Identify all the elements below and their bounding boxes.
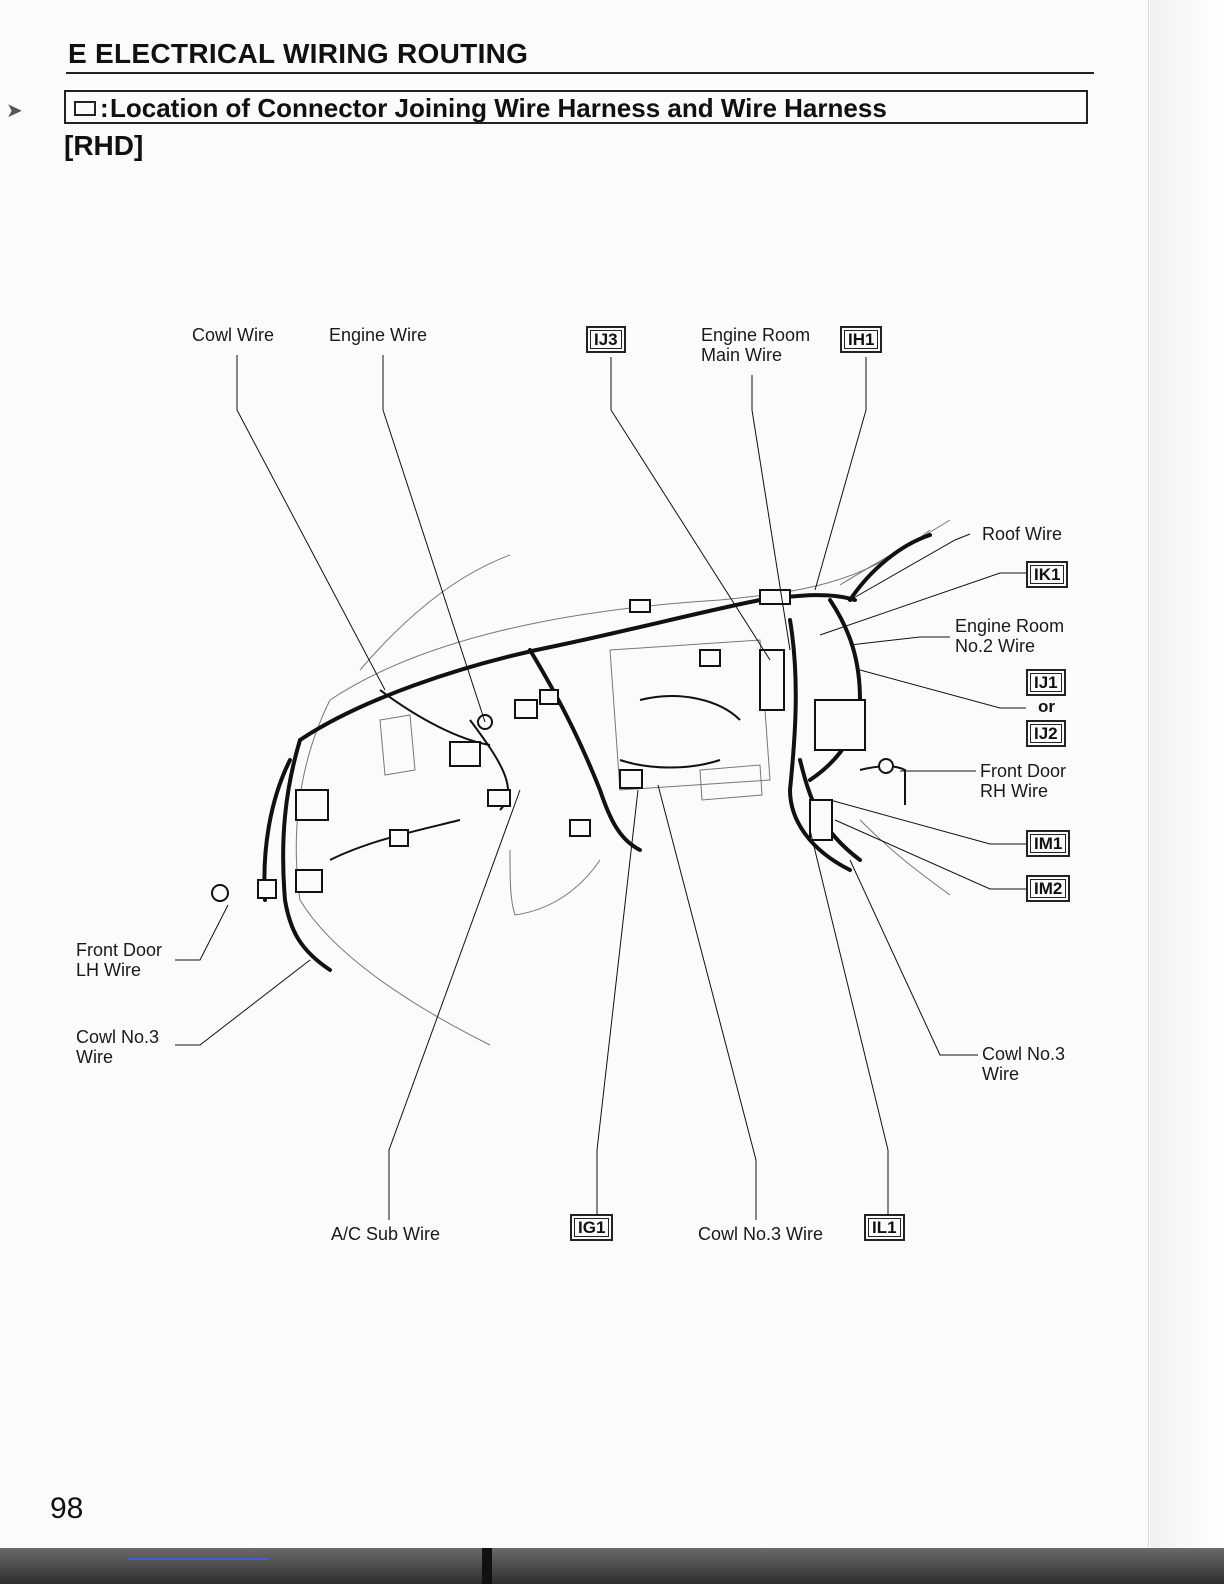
left-harness-drop <box>281 738 332 972</box>
label-engine-room-no2-wire-line2: No.2 Wire <box>955 636 1036 656</box>
leader-cowl-no3-right <box>849 859 978 1056</box>
label-ac-sub-wire: A/C Sub Wire <box>331 1224 441 1244</box>
bookmark-arrow-icon: ➤ <box>6 100 23 122</box>
facing-page-edge <box>1150 0 1224 1548</box>
label-engine-wire: Engine Wire <box>329 325 428 345</box>
or-text: or <box>1038 697 1055 716</box>
legend-box: : Location of Connector Joining Wire Har… <box>64 90 1088 124</box>
connector-code-ig1: IG1 <box>570 1214 614 1241</box>
label-roof-wire: Roof Wire <box>982 524 1063 544</box>
connector-block <box>759 649 785 711</box>
leader-ih1 <box>814 409 867 591</box>
page-number: 98 <box>50 1492 84 1525</box>
connector-code-ih1: IH1 <box>840 326 883 353</box>
thin-harness-5 <box>619 759 721 769</box>
leader-ik1 <box>819 572 1026 636</box>
connector-block <box>759 589 791 605</box>
bottom-bar-seam <box>482 1548 492 1584</box>
leader-ij1-ij2 <box>859 669 1026 709</box>
leader-engine-room-main <box>751 409 791 651</box>
manual-page <box>1148 0 1149 1548</box>
dash-front-curve <box>299 899 491 1046</box>
leader-engine-wire <box>382 409 486 723</box>
connector-block <box>449 741 481 767</box>
dash-windshield-curve <box>359 554 511 671</box>
connector-round <box>211 884 229 902</box>
leader-im1 <box>829 799 1026 845</box>
label-cowl-no3-wire-left-line1: Cowl No.3 <box>76 1027 160 1047</box>
console-outline <box>509 849 601 916</box>
label-front-door-lh-wire-line1: Front Door <box>76 940 163 960</box>
main-harness-trunk <box>298 593 857 742</box>
title-rule <box>66 72 1094 74</box>
label-front-door-rh-wire-line1: Front Door <box>980 761 1067 781</box>
label-engine-room-no2-wire-line1: Engine Room <box>955 616 1065 636</box>
connector-code-ij1: IJ1 <box>1026 669 1066 696</box>
connector-block <box>814 699 866 751</box>
label-front-door-rh-wire-line2: RH Wire <box>980 781 1048 801</box>
center-harness <box>528 648 642 852</box>
upper-right-harness <box>808 598 863 782</box>
connector-code-ij2: IJ2 <box>1026 720 1066 747</box>
section-title: E ELECTRICAL WIRING ROUTING <box>68 38 529 69</box>
variant-label: [RHD] <box>64 130 144 161</box>
leader-im2 <box>834 819 1026 890</box>
right-harness-drop <box>787 618 852 872</box>
dash-right-lower <box>859 819 951 896</box>
connector-block <box>257 879 277 899</box>
label-cowl-wire: Cowl Wire <box>192 325 275 345</box>
glovebox <box>699 764 763 801</box>
leader-ij3 <box>610 409 771 661</box>
panel-outline <box>609 639 771 791</box>
legend-text: Location of Connector Joining Wire Harne… <box>110 93 887 123</box>
leader-ac-sub <box>388 789 521 1220</box>
connector-block <box>569 819 591 837</box>
connector-block <box>487 789 511 807</box>
legend-colon: : <box>100 93 109 123</box>
connector-round <box>878 758 894 774</box>
connector-block <box>295 789 329 821</box>
connector-block <box>539 689 559 705</box>
leader-ig1 <box>596 789 639 1214</box>
thin-harness-4 <box>639 695 741 721</box>
leader-il1 <box>809 829 889 1214</box>
connector-code-ik1: IK1 <box>1026 561 1069 588</box>
leader-cowl-no3-left <box>175 959 311 1046</box>
connector-code-ij3: IJ3 <box>586 326 626 353</box>
leader-engine-room-no2 <box>849 636 950 646</box>
label-engine-room-main-wire-line2: Main Wire <box>701 345 783 365</box>
connector-block <box>514 699 538 719</box>
cluster-window <box>379 714 416 776</box>
roof-harness <box>848 533 932 602</box>
leader-front-door-lh <box>175 904 229 961</box>
dash-top-outline <box>329 529 931 701</box>
connector-block <box>295 869 323 893</box>
connector-block <box>619 769 643 789</box>
label-front-door-lh-wire-line2: LH Wire <box>76 960 142 980</box>
connector-code-im1: IM1 <box>1026 830 1071 857</box>
connector-block <box>389 829 409 847</box>
connector-square-icon <box>74 101 96 116</box>
connector-code-il1: IL1 <box>864 1214 905 1241</box>
bottom-link-line[interactable] <box>128 1558 268 1560</box>
label-cowl-no3-wire-left-line2: Wire <box>76 1047 113 1067</box>
connector-block <box>809 799 833 841</box>
leader-cowl-no3-bottom <box>657 784 757 1220</box>
connector-code-im2: IM2 <box>1026 875 1071 902</box>
connector-block <box>629 599 651 613</box>
leader-roof-wire <box>849 533 971 601</box>
connector-block <box>699 649 721 667</box>
leader-cowl-wire <box>236 409 386 691</box>
scanner-bottom-bar <box>0 1548 1224 1584</box>
label-cowl-no3-wire-right-line2: Wire <box>982 1064 1019 1084</box>
label-cowl-no3-wire-bottom: Cowl No.3 Wire <box>698 1224 824 1244</box>
label-engine-room-main-wire-line1: Engine Room <box>701 325 811 345</box>
label-cowl-no3-wire-right-line1: Cowl No.3 <box>982 1044 1066 1064</box>
